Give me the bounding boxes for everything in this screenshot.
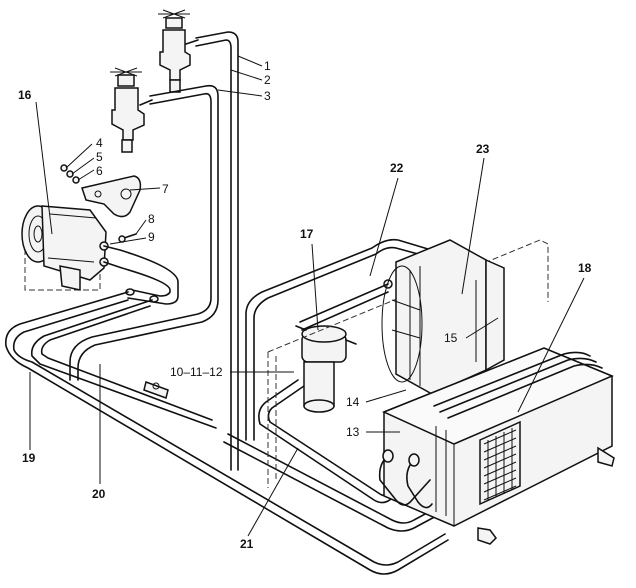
hose-3 — [69, 84, 219, 381]
label-19: 19 — [22, 451, 36, 465]
leader-lines — [29, 55, 585, 537]
label-8: 8 — [148, 212, 155, 226]
bolts-washers — [60, 164, 137, 243]
label-6: 6 — [96, 164, 103, 178]
label-16: 16 — [18, 88, 32, 102]
label-9: 9 — [148, 230, 155, 244]
label-5: 5 — [96, 150, 103, 164]
hose-22 — [245, 238, 441, 441]
compressor-hoses — [103, 245, 179, 305]
label-21: 21 — [240, 537, 254, 551]
label-13: 13 — [346, 425, 360, 439]
label-1: 1 — [264, 59, 271, 73]
evaporator — [381, 239, 505, 395]
label-10-11-12: 10–11–12 — [170, 365, 223, 379]
label-20: 20 — [92, 487, 106, 501]
label-15: 15 — [444, 331, 458, 345]
label-7: 7 — [162, 182, 169, 196]
callout-labels: 1 2 3 4 5 6 7 8 9 10–11–12 13 14 15 16 1… — [18, 59, 592, 551]
label-17: 17 — [300, 227, 314, 241]
label-3: 3 — [264, 89, 271, 103]
lower-expansion-valve — [110, 67, 153, 153]
hose-19 — [4, 291, 449, 575]
condenser-unit — [378, 347, 615, 545]
label-2: 2 — [264, 73, 271, 87]
label-14: 14 — [346, 395, 360, 409]
upper-expansion-valve — [158, 9, 199, 93]
compressor — [21, 205, 109, 291]
compressor-bracket — [81, 175, 142, 218]
label-18: 18 — [578, 261, 592, 275]
label-22: 22 — [390, 161, 404, 175]
label-23: 23 — [476, 142, 490, 156]
hose-1-2 — [195, 31, 239, 471]
label-4: 4 — [96, 136, 103, 150]
hose-clamp — [143, 381, 169, 399]
hose-20 — [30, 299, 441, 532]
receiver-drier — [295, 325, 357, 413]
